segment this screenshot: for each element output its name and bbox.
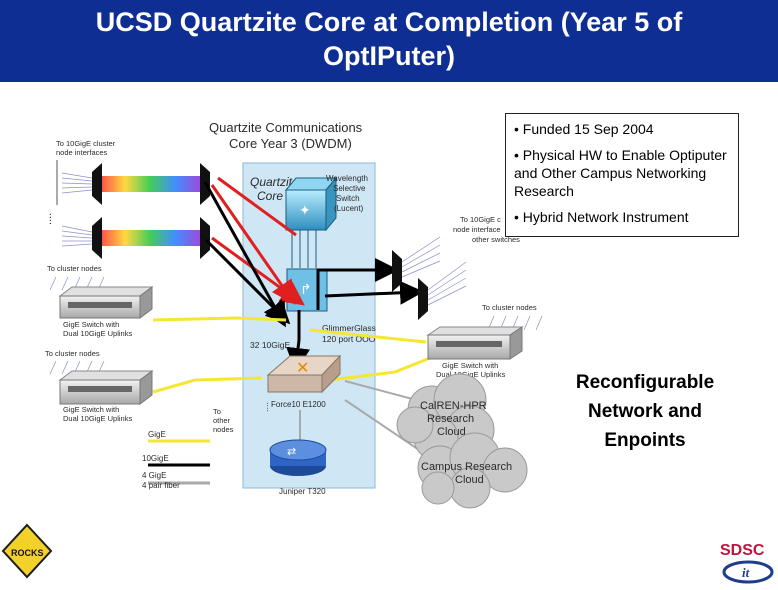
glimmerglass-label-2: 120 port OOO: [322, 334, 376, 344]
bullet-physical-hw: • Physical HW to Enable Optiputer and Ot…: [514, 147, 727, 199]
gige-switch-1-label-2: Dual 10GigE Uplinks: [63, 329, 132, 338]
to-10gige-right-1: To 10GigE c: [460, 215, 501, 224]
to-other-label-2: other: [213, 416, 231, 425]
to-other-label-3: nodes: [213, 425, 234, 434]
title-line-2: OptIPuter): [323, 41, 455, 71]
legend-4gige-1: 4 GigE: [142, 471, 166, 480]
red-links: [210, 176, 305, 306]
force10-cross-icon: ✕: [296, 358, 309, 377]
wss-label-4: (Lucent): [334, 204, 364, 213]
glimmerglass-label-1: GlimmerGlass: [322, 323, 376, 333]
legend: GigE 10GigE 4 GigE 4 pair fiber: [142, 430, 210, 490]
core-label-1: Quartzite: [250, 175, 299, 189]
campus-label-2: Cloud: [455, 474, 484, 486]
ports-label: 32 10GigE: [250, 340, 290, 350]
calren-label-1: CalREN-HPR: [420, 400, 487, 412]
cluster-nodes-label-2: To cluster nodes: [45, 349, 100, 358]
demux-right-bottom: [200, 217, 210, 259]
title-line-1: UCSD Quartzite Core at Completion (Year …: [95, 7, 683, 37]
wss-side: [325, 176, 337, 232]
wss-star-icon: ✦: [299, 203, 311, 219]
force10-router: ✕: [266, 354, 342, 394]
reconfig-line-3: Enpoints: [604, 430, 686, 451]
left-fan-lines: [61, 172, 93, 247]
dwdm-band-top: [100, 176, 200, 192]
diagram-heading-2: Core Year 3 (DWDM): [229, 136, 352, 151]
juniper-arrows-icon: ⇄: [287, 445, 296, 458]
reconfig-line-1: Reconfigurable: [575, 372, 715, 393]
dwdm-band-bottom: [100, 230, 200, 246]
demux-right-lower: [418, 278, 428, 320]
gige-switch-2-label-2: Dual 10GigE Uplinks: [63, 414, 132, 423]
demux-left-top: [92, 163, 102, 205]
wss-legs: [291, 230, 317, 268]
calren-label-2: Research: [427, 413, 474, 425]
legend-10gige: 10GigE: [142, 454, 169, 463]
gige-switch-2: [58, 370, 154, 405]
bullet-hybrid: • Hybrid Network Instrument: [514, 209, 689, 225]
calren-label-3: Cloud: [437, 426, 466, 438]
legend-4gige-2: 4 pair fiber: [142, 481, 180, 490]
sdsc-logo-text: SDSC: [720, 542, 765, 559]
right-fan-lines: [401, 236, 467, 306]
reconfigurable-caption: Reconfigurable Network and Enpoints: [545, 368, 745, 455]
it-logo-text: it: [742, 565, 750, 580]
gige-switch-1: [58, 286, 154, 319]
wss-label-3: Switch: [336, 194, 360, 203]
to-other-label-1: To: [213, 407, 221, 416]
cluster-nodes-label-3: To cluster nodes: [482, 303, 537, 312]
info-box: • Funded 15 Sep 2004 • Physical HW to En…: [505, 113, 739, 237]
glimmerglass-arrow-icon: ↱: [300, 282, 312, 298]
yellow-links: [152, 316, 431, 394]
bullet-funded: • Funded 15 Sep 2004: [514, 121, 654, 137]
gige-switch-3-label-1: GigE Switch with: [442, 361, 498, 370]
cluster-nodes-label-1: To cluster nodes: [47, 264, 102, 273]
gige-switch-1-label-1: GigE Switch with: [63, 320, 119, 329]
juniper-router: ⇄: [269, 439, 327, 476]
sdsc-logo: SDSC it: [720, 542, 774, 584]
gige-switch-3-label-2: Dual 10GigE Uplinks: [436, 370, 505, 379]
gige-switch-3: [426, 326, 524, 360]
core-label-2: Core: [257, 189, 283, 203]
force10-label: Force10 E1200: [271, 400, 326, 409]
network-diagram: Quartzite Communications Core Year 3 (DW…: [1, 120, 774, 584]
wss-label-2: Selective: [333, 184, 366, 193]
to-10gige-label-1: To 10GigE cluster: [56, 139, 116, 148]
to-10gige-right-2: node interface: [453, 225, 501, 234]
demux-right-upper: [392, 250, 402, 292]
slide-title: UCSD Quartzite Core at Completion (Year …: [0, 0, 778, 82]
legend-gige: GigE: [148, 430, 166, 439]
black-links: [203, 181, 424, 372]
to-10gige-label-2: node interfaces: [56, 148, 108, 157]
campus-cloud: [417, 432, 528, 509]
diagram-heading-1: Quartzite Communications: [209, 120, 363, 135]
reconfig-line-2: Network and: [587, 401, 703, 422]
rocks-logo-text: ROCKS: [11, 548, 44, 558]
demux-left-bottom: [92, 217, 102, 259]
gige-switch-2-label-1: GigE Switch with: [63, 405, 119, 414]
campus-label-1: Campus Research: [421, 461, 512, 473]
rocks-logo: ROCKS: [1, 523, 53, 579]
wss-label-1: Wavelength: [326, 174, 368, 183]
juniper-label: Juniper T320: [279, 487, 326, 496]
to-10gige-right-3: other switches: [472, 235, 520, 244]
left-ellipsis: ....: [42, 213, 54, 225]
router-ellipsis: ....: [260, 402, 270, 412]
